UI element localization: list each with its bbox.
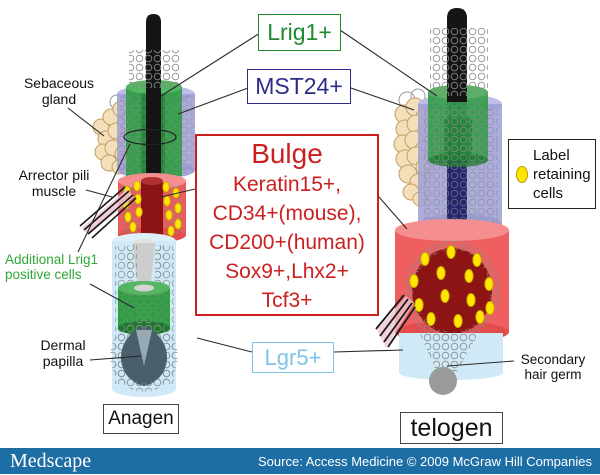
- arrector-line: [85, 189, 113, 198]
- secondary-germ-line: [446, 360, 515, 367]
- mst24-line-left: [177, 87, 249, 115]
- telogen-follicle: [375, 8, 509, 395]
- sebaceous-gland-label: Sebaceous gland: [23, 75, 95, 107]
- anagen-circled-region: [123, 128, 177, 146]
- lgr5-line-left: [196, 337, 253, 353]
- anagen-phase-box: Anagen: [103, 404, 179, 434]
- arrector-pili-label: Arrector pili muscle: [18, 167, 90, 199]
- bulge-line-left: [160, 188, 196, 198]
- legend-text: Label retaining cells: [533, 146, 591, 202]
- anagen-follicle: [79, 14, 195, 397]
- lrig1-line-right: [339, 29, 438, 97]
- secondary-hair-germ-label: Secondary hair germ: [520, 352, 586, 383]
- secondary-hair-germ-ball: [429, 367, 457, 395]
- sebaceous-line: [67, 107, 105, 137]
- additional-lrig1-line-down: [89, 283, 135, 309]
- additional-lrig1-line-up: [77, 143, 131, 253]
- dermal-papilla-line: [89, 355, 142, 361]
- lgr5-line-right: [333, 349, 404, 353]
- telogen-germ-cells: [420, 334, 478, 384]
- follicle-illustration: [67, 8, 515, 397]
- connector-lines: [67, 29, 515, 367]
- bulge-marker-box: Bulge Keratin15+, CD34+(mouse), CD200+(h…: [195, 134, 379, 316]
- bulge-line-right: [378, 196, 408, 230]
- source-credit: Source: Access Medicine © 2009 McGraw Hi…: [258, 453, 592, 469]
- lrig1-marker-box: Lrig1+: [258, 14, 341, 51]
- mst24-marker-box: MST24+: [247, 69, 351, 104]
- mst24-line-right: [350, 87, 415, 111]
- bulge-marker-line: Sox9+,Lhx2+: [225, 260, 349, 283]
- label-retaining-cells-legend: Label retaining cells: [508, 139, 596, 209]
- lgr5-marker-box: Lgr5+: [252, 342, 334, 373]
- bulge-title: Bulge: [251, 138, 323, 169]
- bulge-marker-line: CD34+(mouse),: [212, 202, 362, 225]
- lrig1-line-left: [160, 32, 261, 97]
- telogen-label: telogen: [410, 413, 493, 442]
- anagen-arrector-pili-muscle: [79, 186, 137, 239]
- mst24-label: MST24+: [255, 73, 343, 99]
- anagen-hair-shaft: [146, 14, 161, 181]
- bulge-marker-line: CD200+(human): [209, 231, 365, 254]
- additional-lrig1-label: Additional Lrig1 positive cells: [5, 252, 99, 283]
- footer-bar: Medscape Source: Access Medicine © 2009 …: [0, 448, 600, 474]
- medscape-logo: Medscape: [10, 449, 92, 472]
- telogen-arrector-pili-muscle: [375, 294, 416, 348]
- lgr5-label: Lgr5+: [264, 344, 322, 370]
- label-retaining-cell-icon: [516, 165, 528, 183]
- anagen-label: Anagen: [108, 408, 174, 429]
- anagen-infundibulum-cells: [129, 50, 179, 88]
- dermal-papilla-label: Dermal papilla: [40, 337, 86, 369]
- lrig1-label: Lrig1+: [267, 19, 332, 45]
- telogen-label-retaining-cells: [409, 245, 495, 328]
- bulge-marker-line: Keratin15+,: [233, 173, 341, 196]
- anagen-dermal-papilla: [110, 320, 178, 392]
- bulge-marker-line: Tcf3+: [261, 289, 313, 312]
- telogen-phase-box: telogen: [400, 412, 503, 444]
- telogen-sheath-cells: [424, 108, 498, 224]
- telogen-infundibulum-cells: [430, 28, 488, 96]
